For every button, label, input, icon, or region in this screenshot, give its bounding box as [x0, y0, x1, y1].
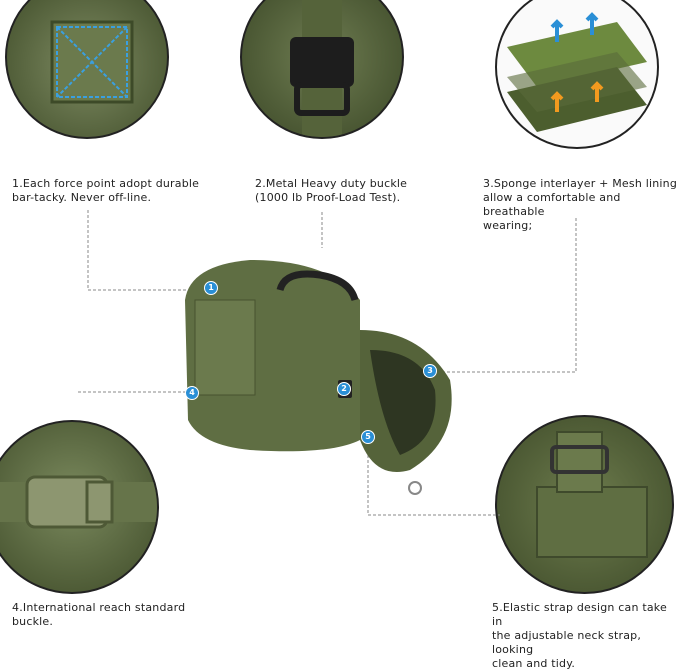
- marker-3: 3: [423, 364, 437, 378]
- elastic-strap-detail-image: [495, 415, 674, 594]
- caption-2-line-2: (1000 lb Proof-Load Test).: [255, 191, 401, 204]
- caption-4-line-1: 4.International reach standard: [12, 601, 186, 614]
- marker-4: 4: [185, 386, 199, 400]
- caption-1: 1.Each force point adopt durable bar-tac…: [12, 177, 199, 205]
- mesh-lining-detail-image: [495, 0, 659, 149]
- caption-5-line-2: the adjustable neck strap, looking: [492, 629, 642, 656]
- caption-3-line-1: 3.Sponge interlayer + Mesh lining: [483, 177, 677, 190]
- marker-1: 1: [204, 281, 218, 295]
- caption-5-line-1: 5.Elastic strap design can take in: [492, 601, 667, 628]
- marker-2: 2: [337, 382, 351, 396]
- caption-3-line-2: allow a comfortable and breathable: [483, 191, 621, 218]
- harness-diagram: [78, 210, 577, 516]
- caption-2-line-1: 2.Metal Heavy duty buckle: [255, 177, 408, 190]
- bar-tack-detail-image: [5, 0, 169, 139]
- caption-1-line-2: bar-tacky. Never off-line.: [12, 191, 152, 204]
- caption-4: 4.International reach standard buckle.: [12, 601, 185, 629]
- caption-5-line-3: clean and tidy.: [492, 657, 576, 670]
- caption-5: 5.Elastic strap design can take in the a…: [492, 601, 679, 671]
- dog-harness-image: [185, 260, 452, 495]
- metal-buckle-detail-image: [240, 0, 404, 139]
- caption-3-line-3: wearing;: [483, 219, 533, 232]
- caption-4-line-2: buckle.: [12, 615, 54, 628]
- caption-1-line-1: 1.Each force point adopt durable: [12, 177, 200, 190]
- side-release-buckle-detail-image: [0, 420, 159, 594]
- marker-5: 5: [361, 430, 375, 444]
- caption-2: 2.Metal Heavy duty buckle (1000 lb Proof…: [255, 177, 407, 205]
- caption-3: 3.Sponge interlayer + Mesh lining allow …: [483, 177, 679, 233]
